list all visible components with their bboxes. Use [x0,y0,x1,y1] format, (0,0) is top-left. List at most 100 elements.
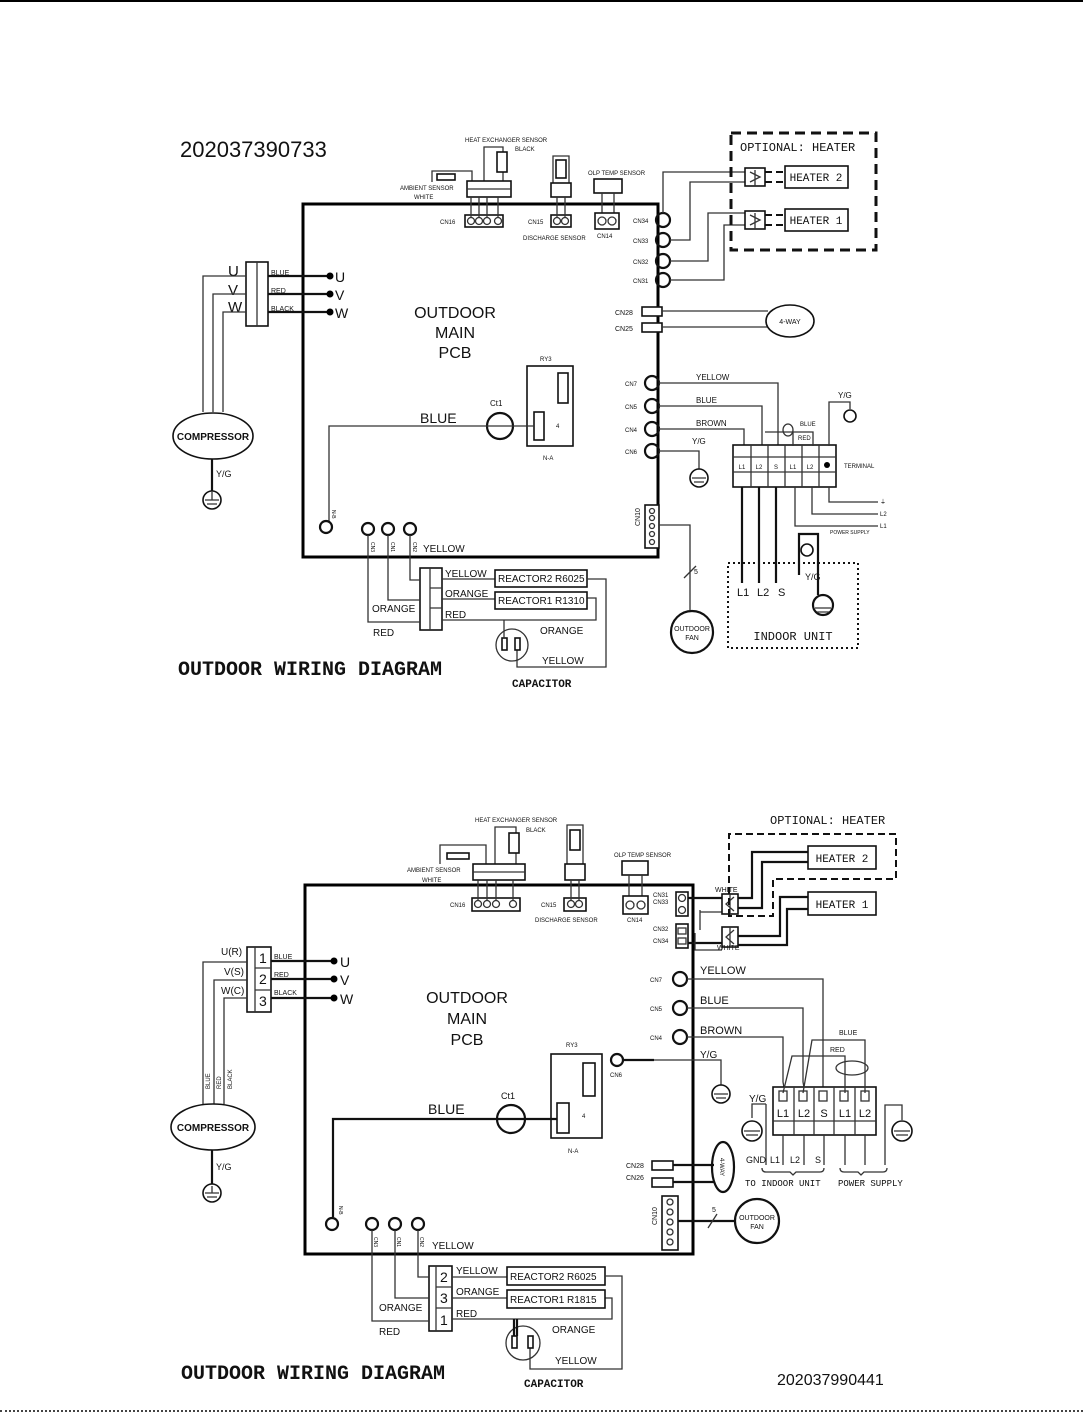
to-indoor-unit-label: TO INDOOR UNIT [745,1179,821,1189]
discharge-plug [550,182,572,198]
outdoor-fan-label-2: FAN [685,635,699,642]
part-number: 202037390733 [180,137,327,162]
pcb-label-line2: MAIN [447,1011,487,1028]
cn15-label: CN15 [541,903,557,909]
cn31-label: CN31 [633,279,649,285]
relay-na-label: N-A [568,1149,578,1155]
ct1-label: Ct1 [501,1091,515,1101]
page-bottom-rule [0,1410,1083,1412]
wire-black-label: BLACK [271,306,294,313]
cn2-connector [410,1216,426,1232]
outdoor-fan-label-2: FAN [750,1224,764,1231]
cn4-label: CN4 [625,428,638,434]
terminal-ground-label: Y/G [749,1094,766,1105]
n-b-label: N-B [330,510,336,519]
pcb-w-label: W [340,991,354,1007]
cn28-connector [651,1160,674,1171]
outdoor-fan [733,1197,781,1245]
supply-output-l2: L2 [880,512,887,518]
ambient-sensor-color: WHITE [414,195,433,201]
pcb-v-label: V [335,287,345,303]
bottom-label-l2: L2 [790,1155,800,1165]
heat-exchanger-sensor-color: BLACK [515,147,535,153]
reactor-wire-yellow: YELLOW [445,569,487,580]
terminal-pin-s: S [774,465,778,471]
bottom-label-l1: L1 [770,1155,780,1165]
pin-1: 1 [259,950,267,966]
cn6-wire-label: Y/G [692,437,706,446]
wire-red-label: RED [271,288,286,295]
heat-exchanger-thermistor-icon [496,151,508,173]
cn1-connector [380,521,396,537]
cn6-wire-label: Y/G [700,1050,717,1061]
capacitor-terminal-1 [501,637,508,651]
optional-heater-label: OPTIONAL: HEATER [770,814,885,828]
cn31-label: CN31 [653,893,669,899]
ambient-thermistor-icon [446,852,470,860]
blue-wire-label: BLUE [420,410,457,426]
capacitor [505,1325,541,1361]
compressor-ground-label: Y/G [216,469,232,479]
heat-exchanger-sensor-label: HEAT EXCHANGER SENSOR [465,138,548,144]
ambient-sensor-label: AMBIENT SENSOR [407,868,461,874]
terminal-pin-l1: L1 [739,465,746,471]
olp-sensor-label: OLP TEMP SENSOR [588,171,646,177]
wire-red-label: RED [274,972,289,979]
pcb-u-label: U [335,269,345,285]
heater-2-label: HEATER 2 [816,854,869,866]
n-b-label: N-B [337,1206,343,1215]
terminal-block: L1 L2 S L1 L2 TERMINAL BLUE RED Y/G ⏚ L2… [732,391,887,536]
heater-1-label: HEATER 1 [790,216,843,228]
ambient-sensor-label: AMBIENT SENSOR [400,186,454,192]
sensor-group: HEAT EXCHANGER SENSOR BLACK AMBIENT SENS… [407,818,672,924]
blue-wire-label: BLUE [428,1101,465,1117]
supply-output-l1: L1 [880,524,887,530]
phase-u-label: U(R) [221,947,242,958]
bottom-label-gnd: GND [746,1155,767,1165]
pcb-w-label: W [335,305,349,321]
cn7-label: CN7 [650,978,663,984]
reactor-section: CN3 CN1 CN2 YELLOW 2 3 1 YELLOW ORANGE R… [364,1216,623,1391]
cn32-label: CN32 [653,927,669,933]
heater-2-label: HEATER 2 [790,173,843,185]
bridge-blue-label: BLUE [839,1030,858,1037]
optional-heater-label: OPTIONAL: HEATER [740,141,855,155]
relay-pin-label: 4 [556,424,560,430]
ambient-sensor-color: WHITE [422,878,441,884]
cn1-label: CN1 [395,1237,401,1247]
cn7-label: CN7 [625,382,638,388]
terminal-pin-l1-supply: L1 [839,1108,851,1120]
four-way-valve [765,304,815,338]
diagram-title: OUTDOOR WIRING DIAGRAM [181,1363,445,1386]
heater-1-box [807,891,877,916]
olp-sensor-label: OLP TEMP SENSOR [614,853,672,859]
terminal-ground-dot [824,462,830,468]
pcb-v-label: V [340,972,350,988]
fan-wire-count: 5 [694,569,698,576]
cn2-wire-label: YELLOW [432,1241,474,1252]
u-terminal-dot [326,272,334,280]
pin-2: 2 [259,971,267,987]
discharge-sensor-label: DISCHARGE SENSOR [523,236,586,242]
cn34-label: CN34 [633,219,649,225]
cn26-connector [651,1177,674,1188]
cn5-label: CN5 [650,1007,663,1013]
ground-icon [843,409,857,423]
fan-wire-count: 5 [712,1207,716,1214]
pin-3: 3 [259,993,267,1009]
four-way-label: 4-WAY [718,1158,724,1176]
indoor-pin-l2: L2 [757,587,769,599]
reactor-pin-1: 1 [440,1312,448,1328]
heat-exchanger-sensor-color: BLACK [526,828,546,834]
reactor-left-red: RED [379,1327,400,1338]
discharge-sensor-label: DISCHARGE SENSOR [535,918,598,924]
reactor-left-red: RED [373,628,394,639]
heater-connectors: CN34 CN33 CN32 CN31 [633,171,745,289]
reactor-pin-2: 2 [440,1269,448,1285]
ct1-label: Ct1 [490,399,503,408]
relay-contact-top [582,1062,596,1097]
cn14-label: CN14 [597,234,613,240]
heater-connectors: CN31 CN33 CN32 CN34 WHITE WHITE [653,850,808,952]
pcb-u-label: U [340,954,350,970]
discharge-thermistor-icon [569,829,581,851]
